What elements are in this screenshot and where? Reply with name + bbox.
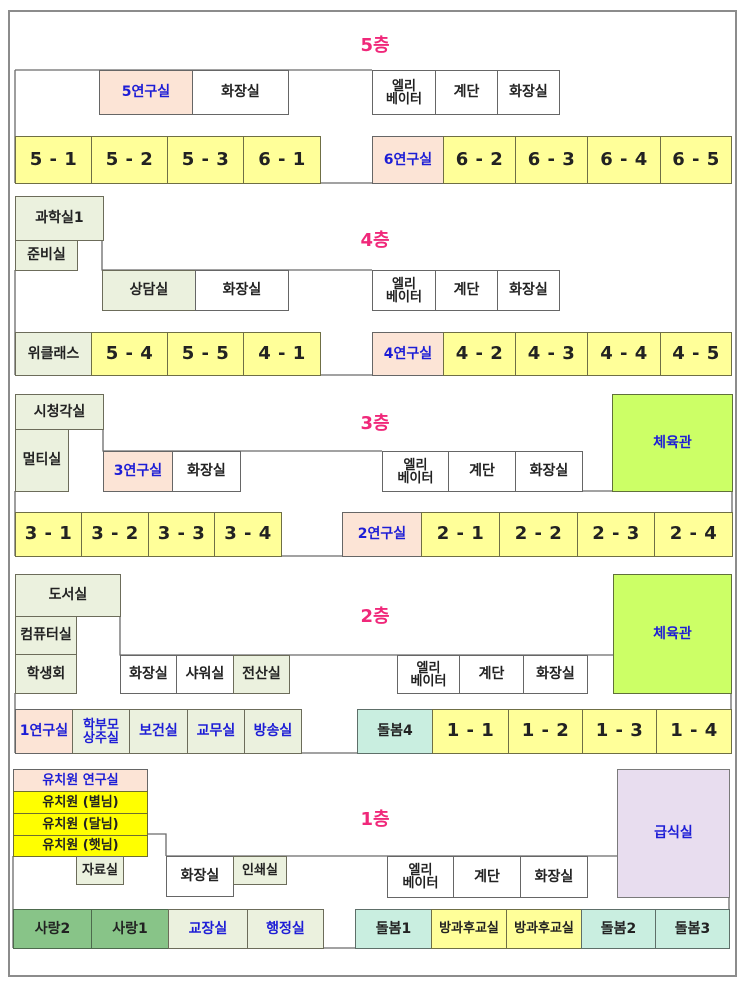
room-restroom: 화장실: [172, 451, 241, 492]
room-elevator: 엘리 베이터: [372, 70, 436, 115]
room-av: 시청각실: [15, 394, 104, 430]
room-restroom: 화장실: [523, 655, 588, 694]
classroom: 4 - 2: [443, 332, 516, 376]
room-stairs: 계단: [459, 655, 524, 694]
room-shower: 샤워실: [176, 655, 234, 694]
room-sarang-1: 사랑1: [91, 909, 169, 949]
classroom: 6 - 4: [587, 136, 661, 184]
room-science-lab: 과학실1: [15, 196, 104, 241]
floor-title-4: 4층: [360, 230, 390, 251]
classroom: 1 - 4: [656, 709, 732, 754]
classroom: 5 - 5: [167, 332, 244, 376]
room-library: 도서실: [15, 574, 121, 617]
room-gym: 체육관: [613, 574, 732, 694]
room-stairs: 계단: [453, 856, 521, 898]
room-materials: 자료실: [76, 856, 124, 885]
room-restroom: 화장실: [520, 856, 588, 898]
room-stairs: 계단: [435, 70, 498, 115]
room-restroom: 화장실: [120, 655, 177, 694]
room-elevator: 엘리 베이터: [397, 655, 460, 694]
room-student-council: 학생회: [15, 654, 77, 694]
room-restroom: 화장실: [497, 270, 560, 311]
room-wee-class: 위클래스: [15, 332, 92, 376]
room-research-5: 5연구실: [99, 70, 193, 115]
classroom: 2 - 3: [577, 512, 655, 557]
classroom: 5 - 4: [91, 332, 168, 376]
floor-title-5: 5층: [360, 35, 390, 56]
room-care-3: 돌봄3: [655, 909, 730, 949]
classroom: 4 - 4: [587, 332, 661, 376]
floor-title-2: 2층: [360, 606, 390, 627]
room-principal: 교장실: [168, 909, 248, 949]
room-kindergarten-moon: 유치원 (달님): [13, 813, 148, 836]
room-elevator: 엘리 베이터: [372, 270, 436, 311]
room-care-1: 돌봄1: [355, 909, 432, 949]
classroom: 6 - 3: [515, 136, 588, 184]
room-health: 보건실: [129, 709, 188, 754]
room-kindergarten-research: 유치원 연구실: [13, 769, 148, 792]
room-stairs: 계단: [448, 451, 516, 492]
floor-plan-frame: [8, 10, 737, 977]
room-afterschool: 방과후교실: [506, 909, 582, 949]
room-care-2: 돌봄2: [581, 909, 656, 949]
room-administration: 행정실: [247, 909, 324, 949]
classroom: 1 - 3: [582, 709, 657, 754]
room-afterschool: 방과후교실: [431, 909, 507, 949]
room-research-4: 4연구실: [372, 332, 444, 376]
room-restroom: 화장실: [515, 451, 583, 492]
room-research-1: 1연구실: [15, 709, 73, 754]
classroom: 3 - 3: [148, 512, 215, 557]
room-research-3: 3연구실: [103, 451, 173, 492]
room-print: 인쇄실: [233, 856, 287, 885]
room-teachers: 교무실: [187, 709, 245, 754]
classroom: 3 - 4: [214, 512, 282, 557]
room-restroom: 화장실: [166, 856, 234, 897]
room-elevator: 엘리 베이터: [387, 856, 454, 898]
room-stairs: 계단: [435, 270, 498, 311]
room-restroom: 화장실: [497, 70, 560, 115]
room-restroom: 화장실: [192, 70, 289, 115]
room-gym: 체육관: [612, 394, 733, 492]
room-parents: 학부모 상주실: [72, 709, 130, 754]
classroom: 5 - 2: [91, 136, 168, 184]
room-research-2: 2연구실: [342, 512, 422, 557]
room-restroom: 화장실: [195, 270, 289, 311]
classroom: 3 - 2: [81, 512, 149, 557]
classroom: 2 - 1: [421, 512, 500, 557]
classroom: 4 - 3: [515, 332, 588, 376]
classroom: 2 - 4: [654, 512, 733, 557]
classroom: 6 - 5: [660, 136, 732, 184]
classroom: 6 - 1: [243, 136, 321, 184]
classroom: 4 - 5: [660, 332, 732, 376]
floor-title-3: 3층: [360, 413, 390, 434]
room-broadcast: 방송실: [244, 709, 302, 754]
room-sarang-2: 사랑2: [13, 909, 92, 949]
room-kindergarten-sun: 유치원 (햇님): [13, 835, 148, 857]
classroom: 3 - 1: [15, 512, 82, 557]
room-counseling: 상담실: [102, 270, 196, 311]
classroom: 6 - 2: [443, 136, 516, 184]
room-elevator: 엘리 베이터: [382, 451, 449, 492]
floor-title-1: 1층: [360, 809, 390, 830]
classroom: 1 - 1: [432, 709, 509, 754]
classroom: 2 - 2: [499, 512, 578, 557]
classroom: 4 - 1: [243, 332, 321, 376]
room-computer: 컴퓨터실: [15, 616, 77, 655]
room-multi: 멀티실: [15, 429, 69, 492]
room-cafeteria: 급식실: [617, 769, 730, 898]
room-prep: 준비실: [15, 240, 78, 271]
room-it: 전산실: [233, 655, 290, 694]
room-research-6: 6연구실: [372, 136, 444, 184]
room-care-4: 돌봄4: [357, 709, 433, 754]
classroom: 5 - 3: [167, 136, 244, 184]
classroom: 1 - 2: [508, 709, 583, 754]
room-kindergarten-star: 유치원 (별님): [13, 791, 148, 814]
classroom: 5 - 1: [15, 136, 92, 184]
